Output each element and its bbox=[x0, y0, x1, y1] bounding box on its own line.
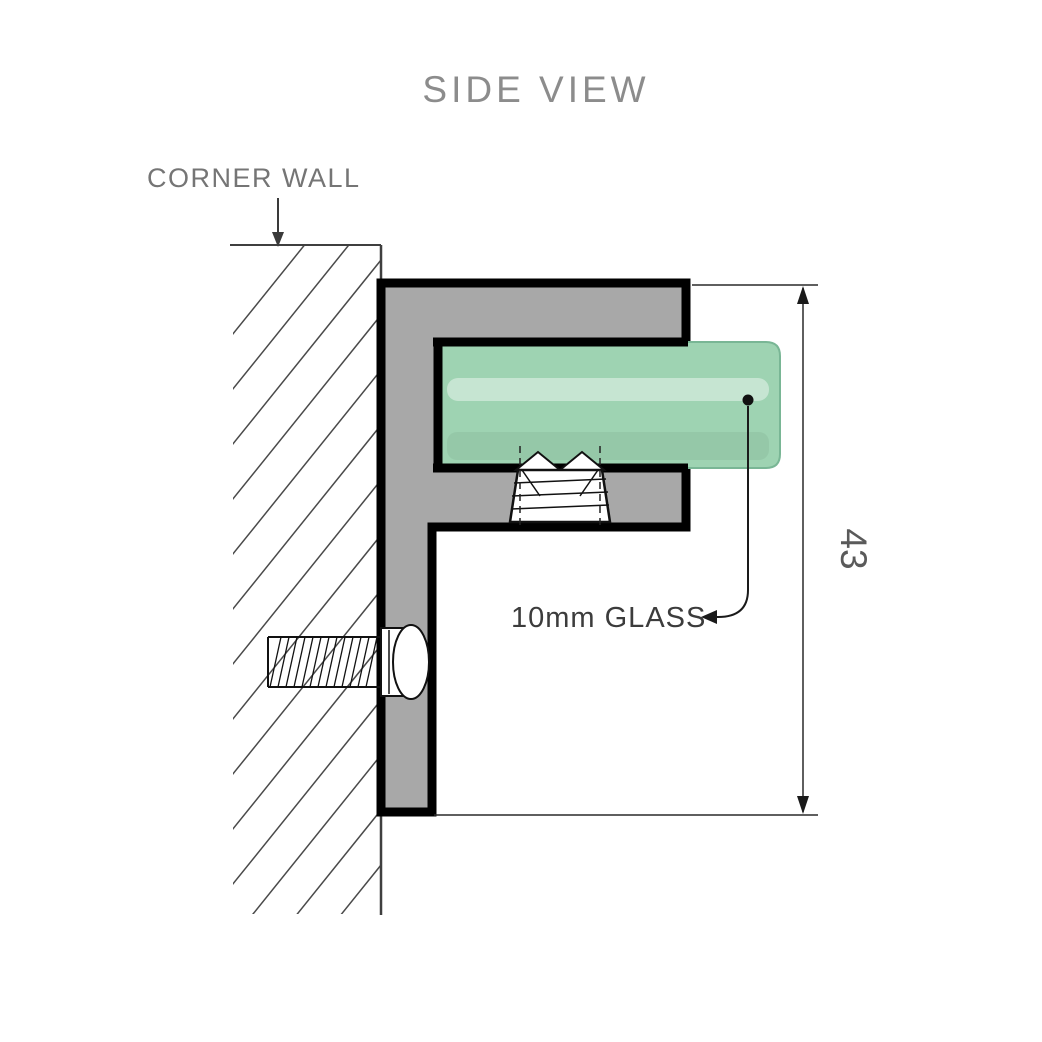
dimension-43: 43 bbox=[434, 284, 874, 816]
corner-wall-label: CORNER WALL bbox=[147, 163, 361, 193]
grub-screw-axis-lines bbox=[519, 446, 601, 530]
corner-wall-arrowhead-icon bbox=[272, 232, 284, 247]
corner-wall-callout: CORNER WALL bbox=[147, 163, 361, 247]
dimension-value: 43 bbox=[833, 528, 874, 569]
glass-label: 10mm GLASS bbox=[511, 602, 706, 634]
page-title: SIDE VIEW bbox=[422, 69, 649, 110]
dimension-arrow-up-icon bbox=[797, 286, 809, 304]
glass-callout: 10mm GLASS bbox=[511, 394, 754, 634]
glass-shade bbox=[447, 432, 769, 460]
corner-wall bbox=[230, 244, 383, 915]
clamp-gaskets bbox=[433, 337, 688, 473]
glass-callout-dot bbox=[742, 394, 754, 406]
dimension-arrow-down-icon bbox=[797, 796, 809, 814]
grub-screw bbox=[508, 446, 612, 530]
wall-screw bbox=[267, 624, 430, 700]
screw-head-dome bbox=[392, 624, 430, 700]
glass-callout-arrowhead-icon bbox=[701, 610, 717, 624]
glass-panel bbox=[437, 341, 781, 469]
glass-callout-leader bbox=[707, 406, 749, 618]
glass-highlight bbox=[447, 378, 769, 401]
grub-screw-thread-lines bbox=[510, 469, 610, 510]
screw-shank bbox=[267, 636, 380, 688]
glass-body bbox=[437, 341, 781, 469]
grub-screw-body bbox=[508, 468, 612, 524]
wall-hatching bbox=[233, 246, 380, 914]
screw-thread-hatch bbox=[269, 636, 378, 688]
